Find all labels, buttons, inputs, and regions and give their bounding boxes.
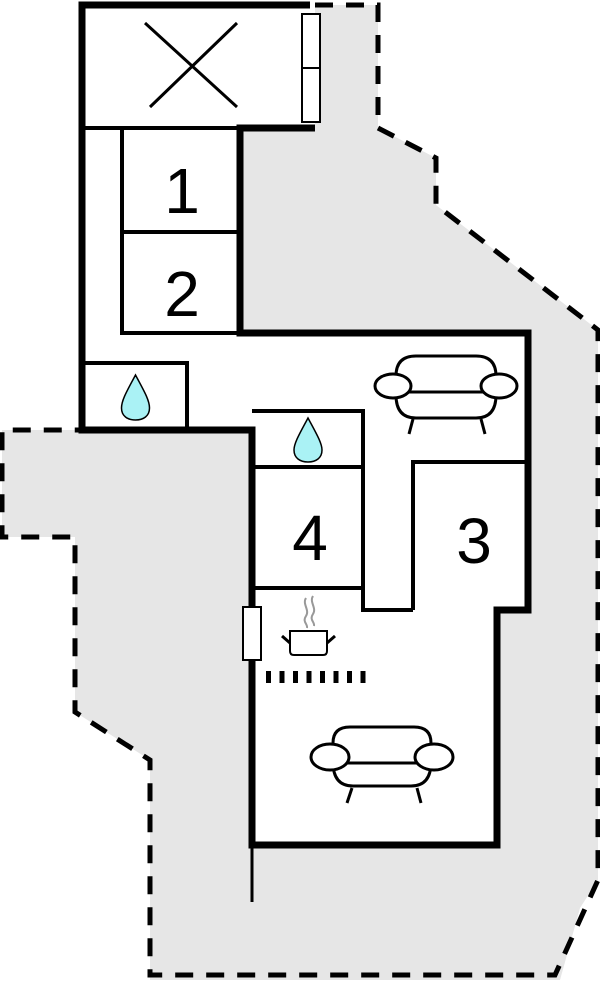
water-drop-icon (120, 373, 151, 421)
room-label-4: 4 (292, 502, 328, 574)
outer-walls (78, 1, 532, 902)
interior-walls (82, 126, 528, 612)
room-label-1: 1 (164, 155, 200, 227)
windows (242, 13, 321, 661)
room-label-3: 3 (456, 505, 492, 577)
window-top-right-2 (301, 67, 321, 123)
window-kitchen (242, 606, 262, 661)
window-top-right (301, 13, 321, 69)
room-label-2: 2 (164, 258, 200, 330)
water-drop-icon (293, 416, 323, 463)
cross-icon (143, 21, 239, 109)
armchair-icon (373, 354, 519, 435)
cooking-pot-icon (281, 595, 336, 656)
armchair-icon (309, 725, 455, 804)
